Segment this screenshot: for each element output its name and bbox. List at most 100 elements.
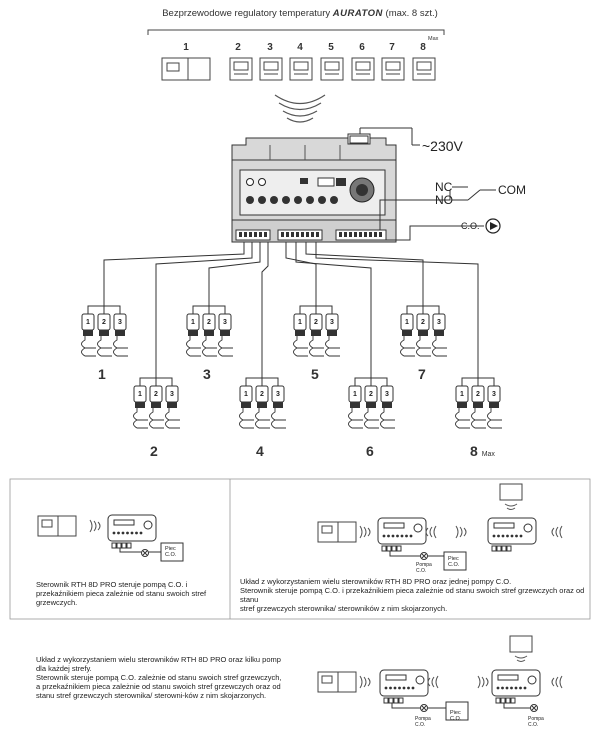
wireless-signal-icon xyxy=(514,655,528,662)
regulator-number: 1 xyxy=(183,42,189,53)
actuator-number: 3 xyxy=(492,391,496,398)
heating-loop xyxy=(432,336,447,357)
heating-loop xyxy=(165,408,180,429)
zone-led xyxy=(258,196,266,204)
heating-loop xyxy=(186,336,201,357)
wireless-signal-icon xyxy=(89,519,101,533)
room-regulator-icon xyxy=(289,57,313,81)
wireless-signal-icon xyxy=(359,675,371,689)
actuator-icon: 2 xyxy=(255,385,270,429)
actuator-icon: 3 xyxy=(325,313,340,357)
actuator-number: 1 xyxy=(298,319,302,326)
actuator-icon: 3 xyxy=(113,313,128,357)
zone-led xyxy=(318,196,326,204)
caption-multi-one-pump: Układ z wykorzystaniem wielu sterowników… xyxy=(240,577,585,613)
actuator-icon: 1 xyxy=(239,385,254,429)
relay-com-label: COM xyxy=(498,183,526,197)
actuator-number: 3 xyxy=(118,319,122,326)
actuator-number: 1 xyxy=(86,319,90,326)
actuator-icon: 2 xyxy=(97,313,112,357)
regulator-number: 4 xyxy=(297,42,303,53)
regulator-number: 5 xyxy=(328,42,334,53)
controller-icon xyxy=(107,514,157,549)
main-regulator-icon xyxy=(317,521,357,543)
actuator-number: 1 xyxy=(353,391,357,398)
actuator-icon: 1 xyxy=(186,313,201,357)
relay-no-label: NO xyxy=(435,193,453,207)
heating-loop xyxy=(348,408,363,429)
zone-wire xyxy=(103,242,245,306)
actuator-number: 2 xyxy=(102,319,106,326)
zone-wire xyxy=(285,242,317,306)
heating-loop xyxy=(380,408,395,429)
zone-label: 6 xyxy=(366,443,374,459)
pump-icon xyxy=(485,218,501,234)
zone-label: 8 Max xyxy=(470,443,495,459)
pump-icon xyxy=(141,549,149,557)
actuator-icon: 1 xyxy=(81,313,96,357)
zone-wire xyxy=(305,242,424,306)
diagram-title: Bezprzewodowe regulatory temperatury AUR… xyxy=(162,8,438,19)
actuator-number: 1 xyxy=(244,391,248,398)
wireless-signal-icon xyxy=(477,675,489,689)
terminal-block xyxy=(277,229,323,241)
actuator-number: 1 xyxy=(138,391,142,398)
zone-led xyxy=(294,196,302,204)
main-regulator-icon xyxy=(317,671,357,693)
heating-loop xyxy=(416,336,431,357)
heating-loop xyxy=(293,336,308,357)
boiler-icon xyxy=(445,701,469,721)
heating-loop xyxy=(271,408,286,429)
heating-loop xyxy=(487,408,502,429)
actuator-icon: 1 xyxy=(293,313,308,357)
regulator-number: 3 xyxy=(267,42,273,53)
boiler-icon xyxy=(443,551,467,571)
status-led xyxy=(258,178,266,186)
heating-loop xyxy=(364,408,379,429)
actuator-number: 3 xyxy=(330,319,334,326)
zone-led xyxy=(246,196,254,204)
status-led xyxy=(246,178,254,186)
actuator-icon: 3 xyxy=(218,313,233,357)
controller-rth8dpro xyxy=(231,133,397,243)
actuator-icon: 2 xyxy=(416,313,431,357)
controller-icon xyxy=(491,669,541,704)
actuator-number: 2 xyxy=(154,391,158,398)
actuator-number: 2 xyxy=(421,319,425,326)
regulator-number: 2 xyxy=(235,42,241,53)
relay-nc-label: NC xyxy=(435,180,453,194)
zone-label: 2 xyxy=(150,443,158,459)
actuator-icon: 2 xyxy=(471,385,486,429)
room-regulator-icon xyxy=(509,635,533,653)
room-regulator-icon xyxy=(351,57,375,81)
zone-label: 7 xyxy=(418,366,426,382)
actuator-number: 2 xyxy=(369,391,373,398)
zone-label: 5 xyxy=(311,366,319,382)
zone-label: 1 xyxy=(98,366,106,382)
actuator-number: 1 xyxy=(191,319,195,326)
brand-name: AURATON xyxy=(332,8,383,19)
zone-led xyxy=(330,196,338,204)
wireless-signal-icon xyxy=(425,525,437,539)
room-regulator-icon xyxy=(259,57,283,81)
pump-icon xyxy=(420,704,428,712)
zone-wire xyxy=(208,242,261,306)
heating-loop xyxy=(309,336,324,357)
wireless-signal-icon xyxy=(504,503,518,510)
heating-loop xyxy=(149,408,164,429)
room-regulator-icon xyxy=(229,57,253,81)
actuator-number: 2 xyxy=(207,319,211,326)
room-regulator-icon xyxy=(381,57,405,81)
wireless-signal-icon xyxy=(274,94,326,123)
actuator-icon: 2 xyxy=(202,313,217,357)
main-regulator-icon xyxy=(161,57,211,81)
